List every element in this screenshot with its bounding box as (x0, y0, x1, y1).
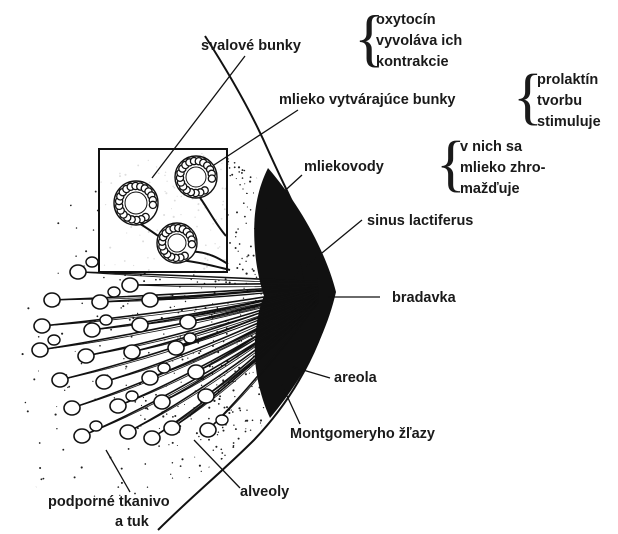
note-oxytocin-3: kontrakcie (376, 52, 449, 72)
label-mlieko-vytvarajuce-bunky: mlieko vytvárajúce bunky (279, 90, 456, 110)
label-montgomeryho-zlazy: Montgomeryho žľazy (290, 424, 435, 444)
label-sinus-lactiferus: sinus lactiferus (367, 211, 473, 231)
note-mlieko-3: mažďuje (460, 179, 520, 199)
note-prolaktin-3: stimuluje (537, 112, 601, 132)
note-oxytocin-1: oxytocín (376, 10, 436, 30)
label-mliekovody: mliekovody (304, 157, 384, 177)
note-oxytocin-2: vyvoláva ich (376, 31, 462, 51)
note-mlieko-2: mlieko zhro- (460, 158, 545, 178)
label-areola: areola (334, 368, 377, 388)
magnified-alveoli-inset (99, 149, 230, 272)
label-bradavka: bradavka (392, 288, 456, 308)
label-svalove-bunky: svalové bunky (201, 36, 301, 56)
label-alveoly: alveoly (240, 482, 289, 502)
note-mlieko-1: v nich sa (460, 137, 522, 157)
note-prolaktin-1: prolaktín (537, 70, 598, 90)
label-podporne-tkanivo: podporné tkanivo (48, 492, 170, 512)
label-a-tuk: a tuk (115, 512, 149, 532)
note-prolaktin-2: tvorbu (537, 91, 582, 111)
